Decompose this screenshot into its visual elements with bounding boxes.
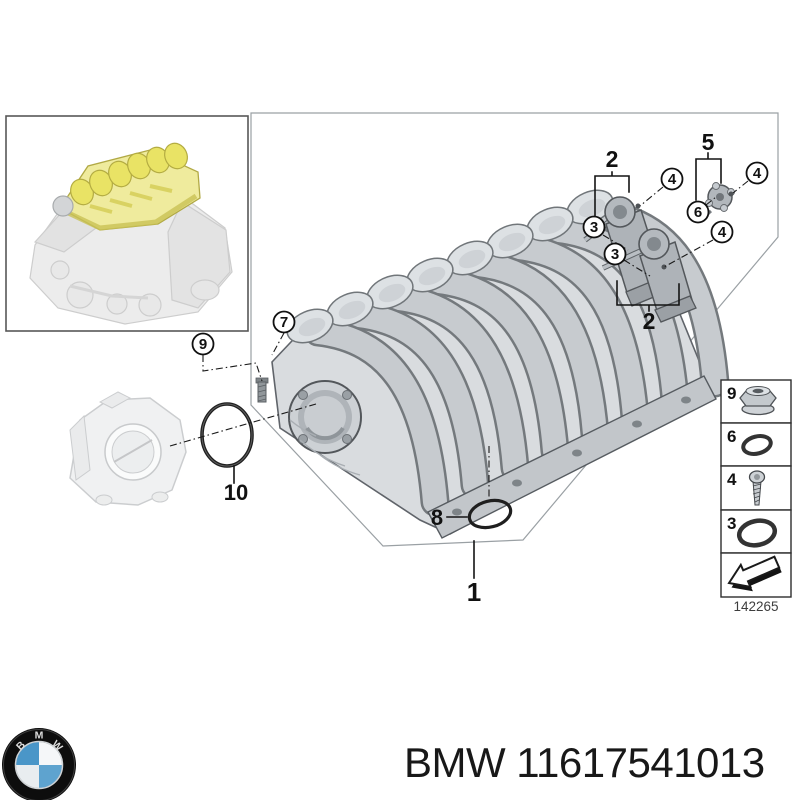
o-ring-icon [736,518,778,548]
screw-icon [748,470,766,506]
callout-1[interactable]: 1 [467,577,481,607]
throttle-body-drawing [69,391,187,506]
direction-arrow-icon [727,555,782,592]
manifold-flange-rail [427,375,717,539]
callout-10[interactable]: 10 [224,480,248,505]
highlighted-intake-manifold [52,142,201,231]
svg-text:4: 4 [668,171,677,188]
svg-text:3: 3 [590,219,598,236]
svg-text:3: 3 [727,514,736,533]
runner-crowns [286,189,614,344]
svg-text:4: 4 [718,224,727,241]
logo-letter-m: M [35,730,44,742]
legend-box-4[interactable]: 4 [720,465,792,511]
svg-text:6: 6 [727,427,736,446]
callout-labels: 2 2 5 8 10 1 7 9 3 3 4 4 [191,129,769,607]
callout-2-bottom[interactable]: 2 [643,308,656,334]
leader-lines [169,180,749,500]
manifold-throttle-flange [288,380,362,454]
svg-text:4: 4 [753,165,762,182]
bmw-logo: B M W [2,728,76,800]
callout-3b[interactable]: 3 [603,242,627,266]
part-number-title: BMW 11617541013 [404,739,765,786]
legend-box-3[interactable]: 3 [720,509,792,554]
callout-8[interactable]: 8 [431,505,443,530]
drawing-number: 142265 [733,599,778,614]
callout-7[interactable]: 7 [272,310,296,334]
o-ring-8-drawing [467,498,513,530]
intake-manifold-drawing [255,189,730,539]
inset-engine-art [29,142,233,325]
legend-panel: 9 6 4 3 [720,379,792,614]
svg-text:4: 4 [727,470,737,489]
callout-4a[interactable]: 4 [660,167,684,191]
callout-4c[interactable]: 4 [710,220,734,244]
legend-box-9[interactable]: 9 [720,379,792,424]
small-o-ring-icon [741,434,773,456]
manifold-stud [255,377,269,403]
svg-text:9: 9 [727,384,736,403]
flange-nut-icon [739,386,777,416]
callout-5[interactable]: 5 [702,129,715,155]
callout-brackets [233,152,722,579]
callout-3a[interactable]: 3 [582,215,606,239]
svg-text:7: 7 [280,314,288,331]
callout-6[interactable]: 6 [686,200,710,224]
callout-9[interactable]: 9 [191,332,215,356]
legend-box-arrow[interactable] [720,552,792,598]
svg-text:3: 3 [611,246,619,263]
callout-4b[interactable]: 4 [745,161,769,185]
manifold-gusset-lines [289,419,361,476]
legend-box-6[interactable]: 6 [720,422,792,467]
o-ring-10-drawing [200,402,254,468]
engine-overview-inset[interactable] [5,115,249,332]
diagram-frame [250,112,779,547]
callout-2-top[interactable]: 2 [606,146,619,172]
inset-throttle-body [52,195,74,217]
svg-text:6: 6 [694,204,702,221]
svg-text:9: 9 [199,336,207,353]
footer: B M W BMW 11617541013 [2,728,765,800]
faded-engine [29,197,233,325]
